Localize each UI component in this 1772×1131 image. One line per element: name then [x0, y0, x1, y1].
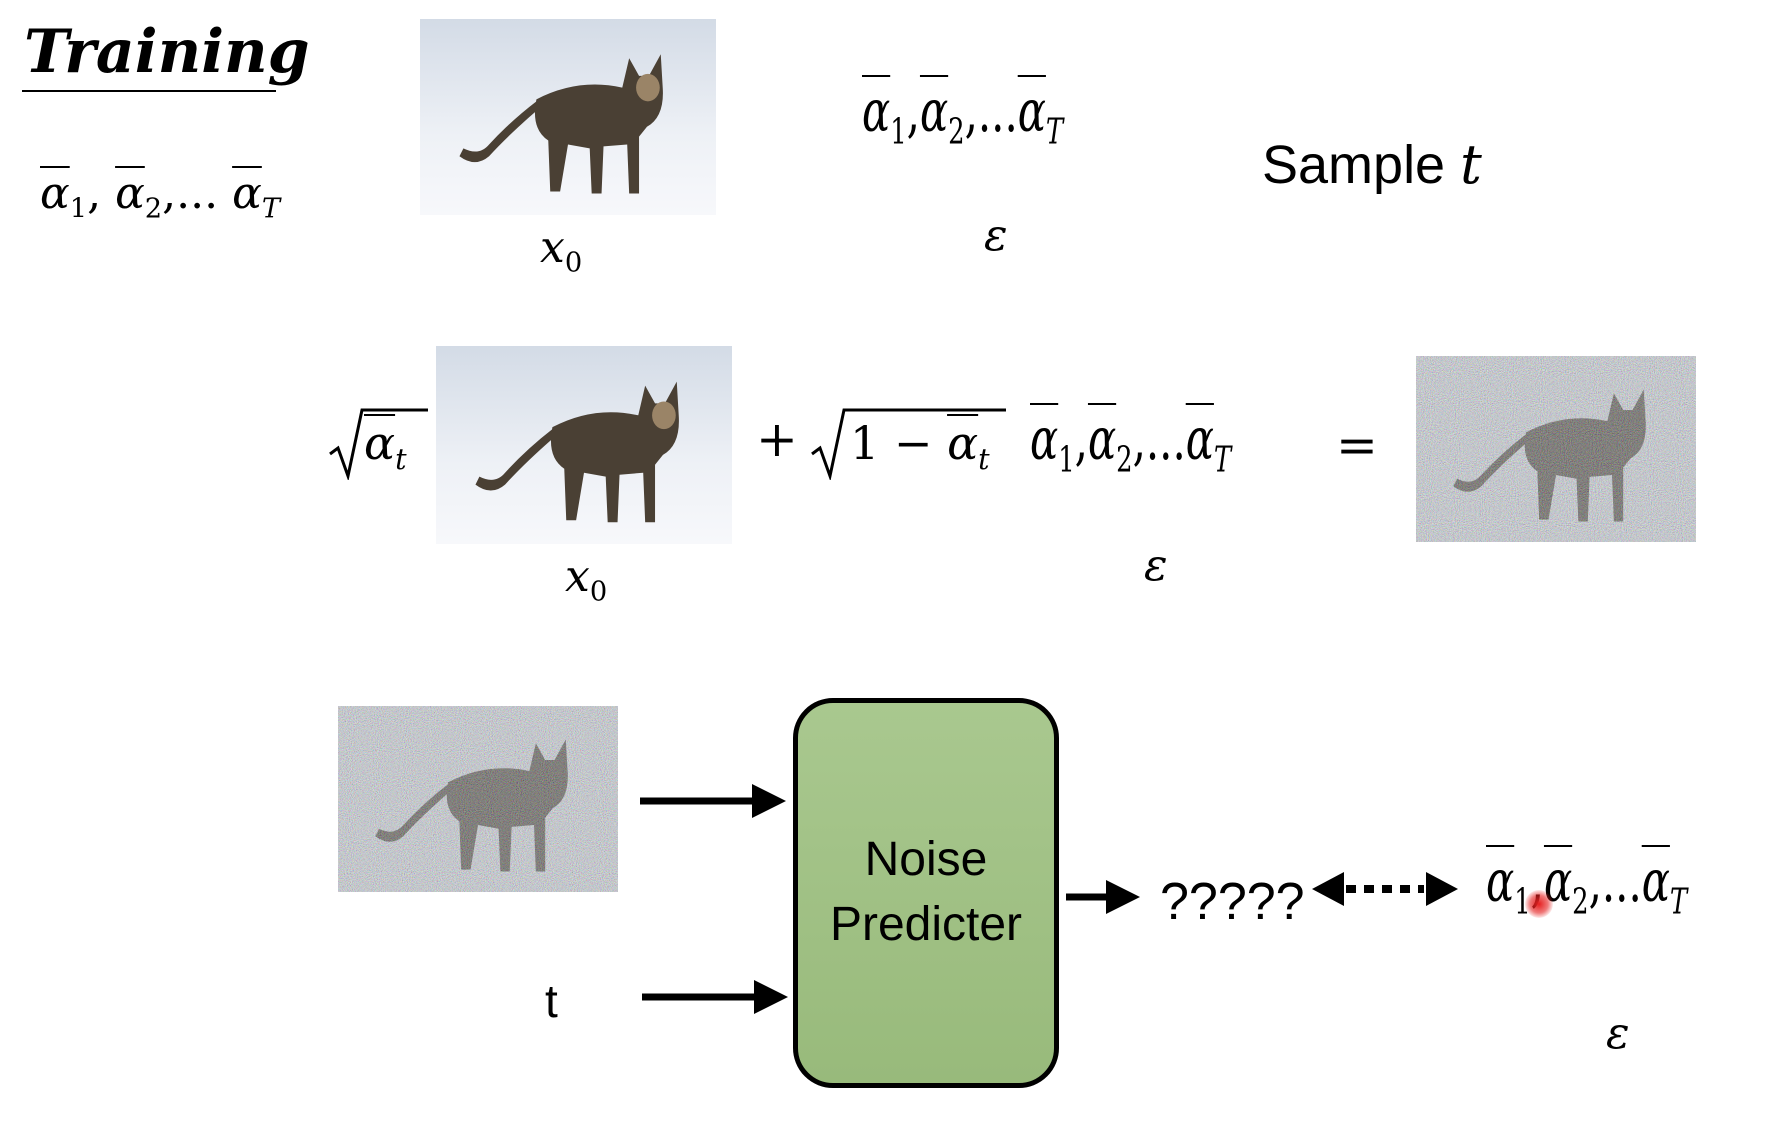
alpha-bar-sequence-top: α1,α2,...αT	[862, 77, 1064, 153]
noisy-cat-image-result	[1416, 356, 1696, 542]
epsilon-label-bottom: ε	[1606, 1008, 1630, 1059]
sample-t-label: Sample t	[1262, 133, 1482, 196]
arrow-t-to-predictor	[642, 980, 788, 1014]
title-underline	[22, 90, 276, 92]
sqrt-one-minus-alpha-bar-t: 1 − αt	[810, 404, 1006, 480]
noisy-cat-image-input	[338, 706, 618, 892]
epsilon-label-middle: ε	[1144, 540, 1168, 591]
x0-label-top: x0	[540, 222, 583, 279]
noise-predictor-box: Noise Predicter	[793, 698, 1059, 1088]
alpha-bar-sequence-left: α1, α2,... αT	[40, 168, 281, 225]
equals-sign: =	[1336, 416, 1378, 474]
predicted-noise-output: ?????	[1160, 873, 1305, 931]
pointer-cursor-dot	[1525, 890, 1553, 918]
x0-label-middle: x0	[565, 551, 608, 608]
alpha-bar-sequence-middle: α1,α2,...αT	[1030, 405, 1232, 481]
sqrt-alpha-bar-t: αt	[328, 404, 428, 480]
arrow-predictor-to-output	[1066, 880, 1140, 914]
noise-predictor-line1: Noise	[864, 833, 988, 887]
epsilon-label-top: ε	[984, 210, 1008, 261]
clean-cat-image-top	[420, 19, 716, 215]
timestep-t-label: t	[545, 975, 558, 1027]
noise-predictor-line2: Predicter	[829, 898, 1023, 951]
dotted-compare-arrow	[1312, 872, 1458, 906]
alpha-bar-sequence-bottom: α1,α2,...αT	[1486, 847, 1688, 923]
clean-cat-image-middle	[436, 346, 732, 544]
arrow-image-to-predictor	[640, 784, 786, 818]
section-title: Training	[24, 17, 310, 87]
plus-sign: +	[756, 410, 798, 468]
